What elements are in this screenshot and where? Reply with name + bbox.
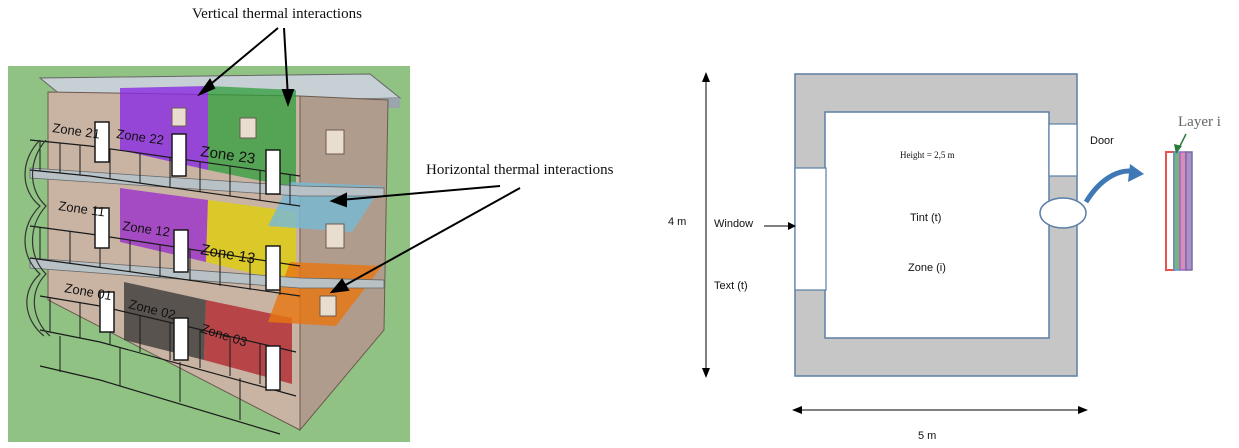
layer-pointer-head (1174, 144, 1182, 154)
text-label: Text (t) (714, 280, 748, 292)
windows (171, 107, 345, 317)
dim-4m-label: 4 m (668, 216, 687, 228)
vertical-dim-arrow-bottom (702, 368, 710, 378)
zone-floor-plan (702, 72, 1193, 414)
zone-12-label: Zone 12 (122, 218, 171, 239)
window-opening (794, 167, 827, 291)
doors (94, 121, 281, 391)
horizontal-dim-arrow-left (792, 406, 802, 414)
zoom-arrow-head (1128, 164, 1144, 182)
height-label: Height = 2,5 m (900, 150, 955, 160)
door-opening (1048, 123, 1078, 177)
layer-label: Layer i (1178, 114, 1221, 130)
building-illustration: Zone 21 Zone 22 Zone 23 Zone 11 Zone 12 … (8, 27, 521, 442)
horizontal-interactions-label: Horizontal thermal interactions (426, 162, 614, 178)
zone-11-label: Zone 11 (58, 198, 106, 219)
door-label: Door (1090, 135, 1114, 147)
inner-room (824, 111, 1050, 339)
window-pointer-head (788, 222, 796, 230)
tint-label: Tint (t) (910, 212, 942, 224)
annotation-arrows (197, 27, 521, 294)
horizontal-dim-arrow-right (1078, 406, 1088, 414)
dim-5m-label: 5 m (918, 430, 937, 442)
railing-bars (39, 141, 291, 420)
spiral-staircase (24, 139, 51, 337)
zone-label: Zone (i) (908, 262, 946, 274)
zone-22-label: Zone 22 (116, 126, 165, 147)
floor-slab-1 (29, 257, 385, 289)
wall-layer-ellipse (1039, 197, 1087, 229)
vertical-dim-arrow-top (702, 72, 710, 82)
wall-layers (1165, 151, 1193, 271)
window-label: Window (714, 218, 754, 230)
vertical-interactions-label: Vertical thermal interactions (192, 6, 362, 22)
zone-21-label: Zone 21 (52, 120, 101, 141)
zoom-arrow (1083, 168, 1137, 204)
